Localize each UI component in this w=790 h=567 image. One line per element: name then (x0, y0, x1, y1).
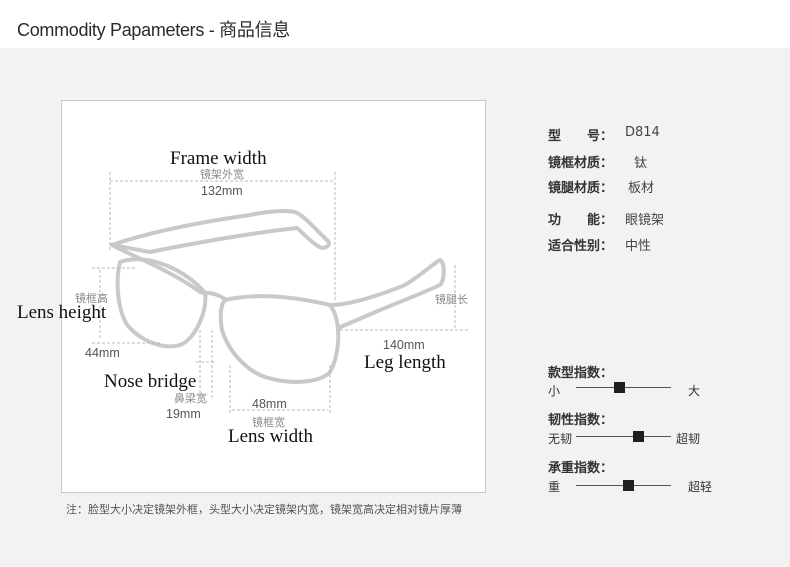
spec-label: 功 能： (548, 213, 614, 228)
spec-leg-material: 镜腿材质： 板材 (548, 177, 654, 196)
spec-value: 中性 (625, 239, 652, 254)
leg-length-label: Leg length (364, 352, 446, 373)
lens-width-cn: 镜框宽 (252, 416, 285, 429)
nose-bridge-cn: 鼻梁宽 (174, 392, 207, 405)
index-style-knob (613, 382, 625, 393)
spec-label: 镜腿材质： (548, 181, 614, 196)
frame-width-cn: 镜架外宽 (200, 168, 244, 181)
leg-length-value: 140mm (383, 338, 425, 352)
lens-height-value: 44mm (85, 346, 120, 360)
spec-frame-material: 镜框材质： 钛 (548, 152, 647, 171)
index-toughness-left: 无韧 (548, 432, 573, 446)
spec-label: 适合性别： (548, 239, 614, 254)
index-weight-title: 承重指数： (548, 461, 614, 476)
left-lens-frame (115, 257, 208, 349)
leg-length-cn: 镜腿长 (435, 293, 468, 306)
index-toughness-track (576, 436, 671, 437)
index-weight-left: 重 (548, 480, 561, 494)
bridge (201, 290, 228, 302)
index-weight-knob (623, 480, 635, 491)
spec-value: 钛 (634, 156, 648, 171)
right-lens-frame (218, 294, 341, 384)
index-style-right: 大 (688, 384, 701, 398)
frame-width-label: Frame width (170, 148, 267, 169)
index-toughness-knob (632, 431, 644, 442)
spec-value: 眼镜架 (625, 213, 665, 228)
lens-width-label: Lens width (228, 426, 313, 447)
index-weight-right: 超轻 (688, 480, 713, 494)
footnote: 注：脸型大小决定镜架外框，头型大小决定镜架内宽，镜架宽高决定相对镜片厚薄 (66, 503, 462, 516)
index-style-left: 小 (548, 384, 561, 398)
spec-gender: 适合性别： 中性 (548, 235, 651, 254)
frame-width-value: 132mm (201, 184, 243, 198)
page-title: Commodity Papameters - 商品信息 (17, 20, 290, 40)
top-bar (110, 243, 446, 330)
index-style-title: 款型指数： (548, 366, 614, 381)
nose-bridge-value: 19mm (166, 407, 201, 421)
spec-function: 功 能： 眼镜架 (548, 209, 664, 228)
spec-label: 型 号： (548, 129, 614, 144)
page-header: Commodity Papameters - 商品信息 (0, 0, 790, 48)
spec-value: D814 (625, 125, 660, 140)
lens-height-label: Lens height (17, 302, 107, 323)
spec-model: 型 号： D814 (548, 125, 660, 144)
index-toughness-right: 超韧 (676, 432, 701, 446)
index-toughness-title: 韧性指数： (548, 413, 614, 428)
temple-top (110, 209, 331, 254)
spec-value: 板材 (628, 181, 655, 196)
spec-label: 镜框材质： (548, 156, 614, 171)
nose-bridge-label: Nose bridge (104, 371, 197, 392)
lens-width-value: 48mm (252, 397, 287, 411)
lens-height-cn: 镜框高 (75, 292, 108, 305)
